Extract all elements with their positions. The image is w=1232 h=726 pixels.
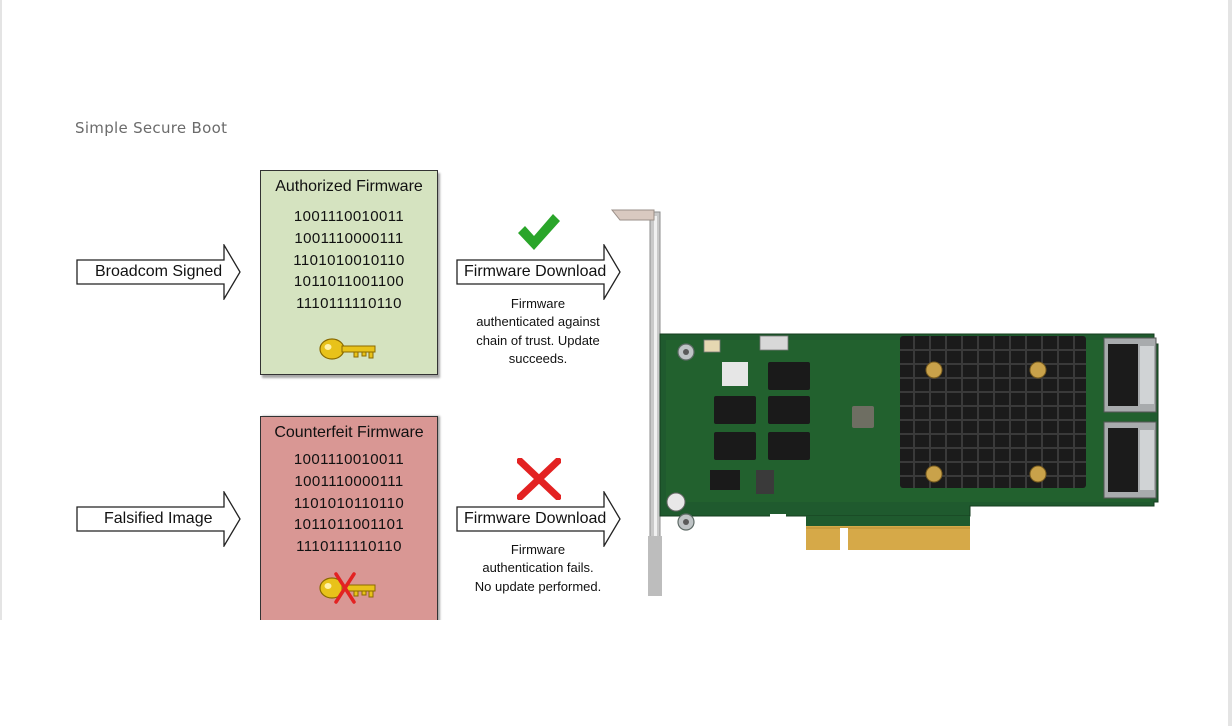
broadcom-signed-label: Broadcom Signed (95, 263, 223, 280)
firmware-download-label: Firmware Download (464, 510, 607, 527)
counterfeit-firmware-title: Counterfeit Firmware (274, 424, 424, 441)
page-title: Simple Secure Boot (75, 119, 228, 137)
authorized-firmware-title: Authorized Firmware (275, 178, 423, 195)
page-edge-right (1228, 0, 1232, 726)
falsified-image-arrow: Falsified Image (76, 491, 242, 547)
key-icon (319, 338, 376, 360)
authorized-result-text: Firmware authenticated against chain of … (476, 296, 600, 366)
counterfeit-firmware-code: 1001110010011 1001110000111 110101011011… (261, 449, 437, 558)
firmware-download-arrow-counterfeit[interactable]: Firmware Download (456, 491, 622, 547)
code-line: 1011011001100 (293, 273, 405, 291)
code-line: 1110111110110 (296, 295, 402, 313)
code-line: 1110111110110 (296, 538, 402, 556)
authorized-firmware-box: Authorized Firmware 1001110010011 100111… (260, 170, 438, 375)
cross-icon (517, 458, 561, 500)
page-bottom-margin (0, 620, 1228, 726)
code-line: 1001110010011 (293, 208, 405, 225)
code-line: 1101010010110 (293, 251, 405, 269)
firmware-download-arrow-authorized[interactable]: Firmware Download (456, 244, 622, 300)
code-line: 1001110010011 (293, 451, 405, 468)
page-edge-left (0, 0, 2, 726)
falsified-image-label: Falsified Image (104, 510, 213, 527)
code-line: 1001110000111 (294, 229, 404, 247)
code-line: 1011011001101 (293, 516, 405, 534)
raid-controller-card-image (610, 209, 1159, 596)
authorized-firmware-code: 1001110010011 1001110000111 110101001011… (261, 206, 437, 315)
firmware-download-label: Firmware Download (464, 263, 607, 280)
code-line: 1001110000111 (294, 472, 404, 490)
checkmark-icon (518, 214, 560, 250)
counterfeit-result-text: Firmware authentication fails. No update… (474, 542, 602, 594)
broadcom-signed-arrow: Broadcom Signed (76, 244, 242, 300)
code-line: 1101010110110 (293, 494, 405, 512)
crossed-key-icon (319, 572, 376, 604)
